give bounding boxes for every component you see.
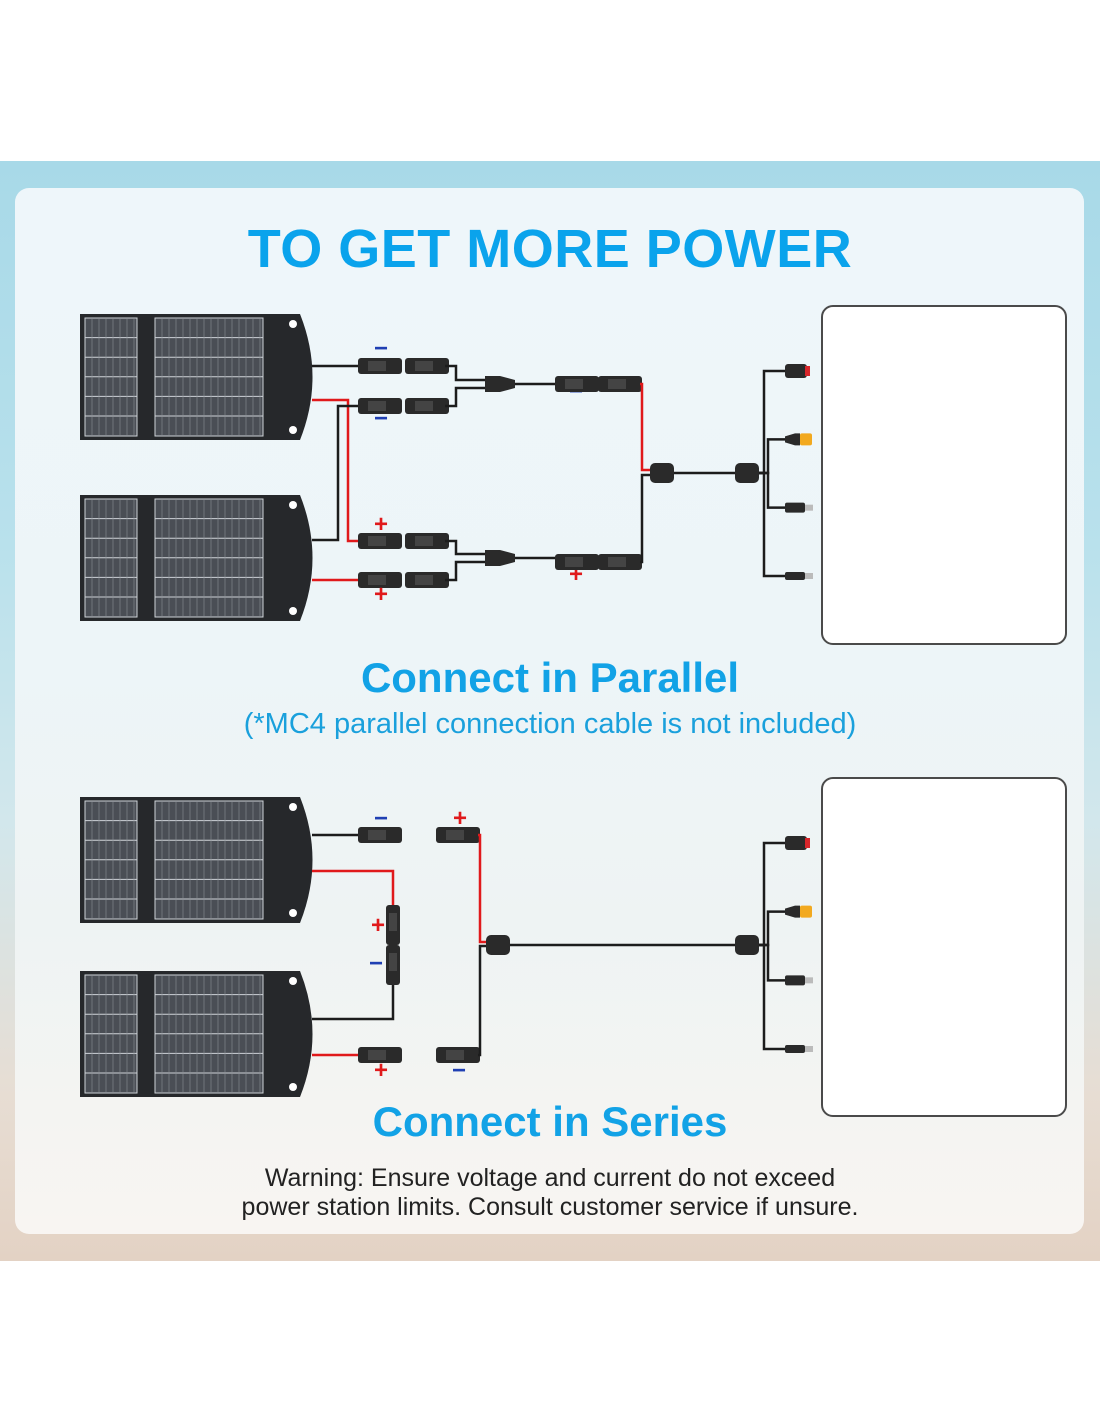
dc-barrel-8mm-tip xyxy=(805,977,813,984)
mc4-connector-vertical-detail xyxy=(389,913,397,931)
series-output-wire xyxy=(759,841,785,947)
mc4-connector-detail xyxy=(446,1050,464,1060)
series-output-wire xyxy=(759,943,785,1051)
mc4-connector-detail xyxy=(415,401,433,411)
wire-branch xyxy=(445,386,485,408)
warning-line-2: power station limits. Consult customer s… xyxy=(241,1193,859,1221)
solar-panel-series-bottom-grommet-top xyxy=(289,977,297,985)
mc4-connector-detail xyxy=(446,830,464,840)
wire-branch xyxy=(445,560,485,582)
multi-output-splitter xyxy=(735,935,759,955)
multi-output-splitter xyxy=(735,463,759,483)
wire-series-to-adapter-neg xyxy=(478,944,488,1057)
anderson-connector xyxy=(785,836,807,850)
polarity-minus: − xyxy=(452,1057,466,1084)
dc-barrel-5521-tip xyxy=(805,573,813,579)
page-title: TO GET MORE POWER xyxy=(247,219,853,279)
parallel-note: (*MC4 parallel connection cable is not i… xyxy=(243,708,857,740)
y-branch-connector-positive xyxy=(485,550,515,566)
mc4-to-dc-adapter xyxy=(650,463,674,483)
solar-panel-parallel-top-grommet-top xyxy=(289,320,297,328)
wire-series-to-adapter-pos xyxy=(478,833,488,944)
solar-panel-parallel-bottom-grommet-bottom xyxy=(289,607,297,615)
xt60-connector-tip xyxy=(800,905,812,918)
solar-panel-series-bottom-grommet-bottom xyxy=(289,1083,297,1091)
dc-barrel-8mm-tip xyxy=(805,504,813,511)
mc4-connector-detail xyxy=(368,1050,386,1060)
wire-s2-neg xyxy=(312,980,395,1021)
anderson-connector-tip xyxy=(805,838,810,848)
y-branch-connector-negative xyxy=(485,376,515,392)
series-title: Connect in Series xyxy=(372,1098,728,1145)
warning-line-1: Warning: Ensure voltage and current do n… xyxy=(264,1164,836,1192)
polarity-plus: + xyxy=(374,581,388,608)
solar-panel-parallel-top-grommet-bottom xyxy=(289,426,297,434)
mc4-connector-detail xyxy=(368,830,386,840)
dc-barrel-5521 xyxy=(785,1045,805,1053)
xt60-connector xyxy=(785,905,800,918)
mc4-connector-detail xyxy=(415,575,433,585)
polarity-minus: − xyxy=(374,335,388,362)
wire-s1-pos xyxy=(312,869,395,917)
parallel-output-wire xyxy=(759,369,785,475)
polarity-minus: − xyxy=(374,805,388,832)
polarity-plus: + xyxy=(374,1057,388,1084)
mc4-connector-detail xyxy=(608,379,626,389)
mc4-connector-detail xyxy=(368,575,386,585)
wire-p1-pos xyxy=(312,398,378,543)
solar-panel-series-top-grommet-bottom xyxy=(289,909,297,917)
mc4-connector-detail xyxy=(415,536,433,546)
mc4-to-dc-adapter xyxy=(486,935,510,955)
wire-branch xyxy=(445,364,485,382)
wire-to-adapter-neg xyxy=(640,473,652,564)
parallel-output-wire xyxy=(759,471,785,578)
xt60-connector xyxy=(785,433,800,446)
power-stations-box-series xyxy=(821,777,1067,1117)
anderson-connector-tip xyxy=(805,366,810,376)
wire-to-adapter-pos xyxy=(640,382,652,472)
mc4-connector-detail xyxy=(415,361,433,371)
solar-panel-parallel-bottom-grommet-top xyxy=(289,501,297,509)
polarity-plus: + xyxy=(374,511,388,538)
warning-text: Warning: Ensure voltage and current do n… xyxy=(0,1164,1100,1222)
mc4-connector-detail xyxy=(608,557,626,567)
mc4-connector-vertical-detail xyxy=(389,953,397,971)
anderson-connector xyxy=(785,364,807,378)
solar-panel-series-top-grommet-top xyxy=(289,803,297,811)
polarity-plus: + xyxy=(371,912,385,939)
wire-branch xyxy=(445,539,485,556)
xt60-connector-tip xyxy=(800,433,812,446)
polarity-minus: − xyxy=(374,405,388,432)
mc4-connector-detail xyxy=(368,536,386,546)
polarity-plus: + xyxy=(453,805,467,832)
dc-barrel-5521-tip xyxy=(805,1046,813,1052)
power-stations-box-parallel xyxy=(821,305,1067,645)
dc-barrel-8mm xyxy=(785,502,805,513)
mc4-connector-detail xyxy=(368,361,386,371)
wire-p2-neg xyxy=(312,404,378,542)
polarity-minus: − xyxy=(369,950,383,977)
dc-barrel-5521 xyxy=(785,572,805,580)
mc4-connector-detail xyxy=(368,401,386,411)
dc-barrel-8mm xyxy=(785,975,805,986)
mc4-connector-detail xyxy=(565,379,583,389)
parallel-title: Connect in Parallel xyxy=(360,654,740,701)
mc4-connector-detail xyxy=(565,557,583,567)
